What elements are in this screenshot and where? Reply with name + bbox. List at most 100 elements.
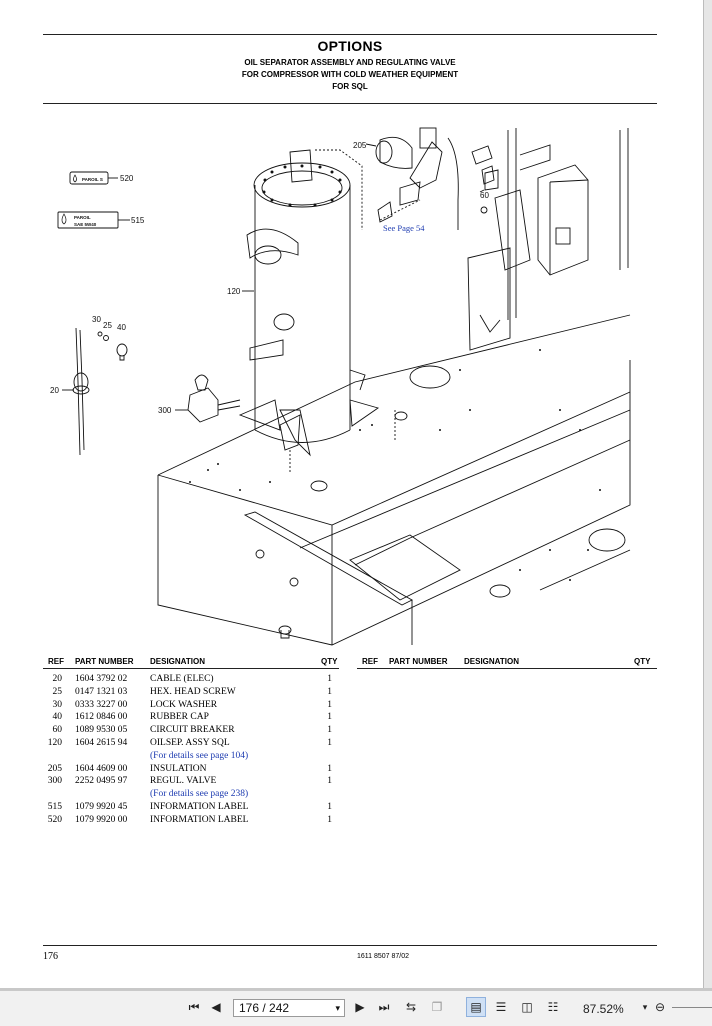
footer-rule — [43, 945, 657, 946]
cell-part-number: 1604 2615 94 — [75, 738, 128, 748]
header-bottom-rule — [43, 103, 657, 104]
document-code: 1611 8507 87/02 — [357, 953, 410, 960]
table-row: 205 1604 4609 00 INSULATION 1 — [40, 764, 350, 777]
table-row-note[interactable]: (For details see page 238) — [40, 789, 350, 802]
document-page: OPTIONS OIL SEPARATOR ASSEMBLY AND REGUL… — [0, 0, 703, 988]
cell-designation: REGUL. VALVE — [150, 776, 217, 787]
cell-part-number: 1089 9530 05 — [75, 725, 128, 736]
cell-designation: INFORMATION LABEL — [150, 802, 249, 812]
cell-qty: 1 — [327, 763, 332, 774]
col-header-designation-right: DESIGNATION — [464, 657, 519, 666]
header-top-rule — [43, 34, 657, 35]
callout-30: 30 — [92, 315, 101, 324]
cell-ref: 30 — [52, 699, 63, 710]
page-number: 176 — [43, 951, 58, 962]
cell-qty: 1 — [327, 776, 332, 787]
cell-part-number: 1604 3792 02 — [75, 674, 128, 684]
cell-designation: CIRCUIT BREAKER — [150, 725, 235, 736]
cell-part-number: 1612 0846 00 — [75, 712, 128, 723]
cell-designation[interactable]: (For details see page 238) — [150, 789, 249, 800]
table-header-rule-right — [357, 668, 657, 669]
callout-515: 515 — [131, 216, 145, 225]
cell-ref: 40 — [52, 712, 63, 723]
col-header-ref: REF — [48, 657, 64, 666]
table-row: 520 1079 9920 00 INFORMATION LABEL 1 — [40, 815, 350, 828]
cell-qty: 1 — [327, 738, 332, 748]
cell-designation: INFORMATION LABEL — [150, 814, 249, 825]
cell-qty: 1 — [327, 802, 332, 812]
callout-40: 40 — [117, 323, 126, 332]
cell-designation: INSULATION — [150, 763, 207, 774]
table-row-note[interactable]: (For details see page 104) — [40, 751, 350, 764]
single-page-icon[interactable]: ▤ — [466, 997, 486, 1017]
col-header-qty: QTY — [321, 657, 338, 666]
label-515-text-1: PAROIL — [74, 215, 91, 220]
cell-designation: CABLE (ELEC) — [150, 674, 214, 684]
cell-qty: 1 — [327, 814, 332, 825]
zoom-slider[interactable] — [672, 1007, 712, 1008]
zoom-dropdown-icon[interactable]: ▾ — [642, 1001, 648, 1012]
facing-icon[interactable]: ◫ — [521, 1000, 533, 1014]
page-subtitle-2: FOR COMPRESSOR WITH COLD WEATHER EQUIPME… — [241, 70, 459, 79]
cell-part-number: 0333 3227 00 — [75, 699, 128, 710]
cell-qty: 1 — [327, 674, 332, 684]
continuous-icon[interactable]: ☰ — [495, 1000, 507, 1014]
cell-part-number: 1079 9920 00 — [75, 814, 128, 825]
page-subtitle-1: OIL SEPARATOR ASSEMBLY AND REGULATING VA… — [244, 58, 456, 67]
facing-continuous-icon[interactable]: ☷ — [547, 1000, 559, 1014]
zoom-out-icon[interactable]: ⊖ — [654, 1000, 666, 1014]
sync-icon[interactable]: ⇆ — [405, 1000, 417, 1014]
first-page-icon[interactable]: ⏮ — [188, 999, 200, 1014]
table-row: 60 1089 9530 05 CIRCUIT BREAKER 1 — [40, 725, 350, 738]
callout-205: 205 — [353, 141, 367, 150]
table-row: 120 1604 2615 94 OILSEP. ASSY SQL 1 — [40, 738, 350, 751]
cell-designation: OILSEP. ASSY SQL — [150, 738, 230, 748]
oil-drop-icon — [73, 174, 77, 183]
cell-ref: 20 — [52, 674, 63, 684]
cell-part-number: 1079 9920 45 — [75, 802, 128, 812]
copy-icon[interactable]: ❐ — [431, 1000, 443, 1014]
label-515-text-2: SAE 5W40 — [74, 222, 97, 227]
cell-part-number: 2252 0495 97 — [75, 776, 128, 787]
table-row: 20 1604 3792 02 CABLE (ELEC) 1 — [40, 674, 350, 687]
last-page-icon[interactable]: ⏭ — [378, 999, 390, 1014]
col-header-qty-right: QTY — [634, 657, 651, 666]
page-subtitle-3: FOR SQL — [332, 82, 368, 91]
cell-qty: 1 — [327, 725, 332, 736]
callout-25: 25 — [103, 321, 112, 330]
see-page-link[interactable]: See Page 54 — [383, 223, 425, 233]
chevron-down-icon[interactable]: ▾ — [335, 1003, 340, 1013]
vertical-scrollbar[interactable] — [703, 0, 712, 988]
cell-part-number: 1604 4609 00 — [75, 763, 128, 774]
page-number-field[interactable]: 176 / 242 ▾ — [233, 999, 345, 1017]
cell-ref: 60 — [52, 725, 63, 736]
cell-qty: 1 — [327, 699, 332, 710]
cell-qty: 1 — [327, 712, 332, 723]
cell-designation[interactable]: (For details see page 104) — [150, 750, 249, 761]
col-header-ref-right: REF — [362, 657, 378, 666]
callout-60: 60 — [480, 191, 489, 200]
cell-ref: 520 — [47, 814, 62, 825]
col-header-part-number-right: PART NUMBER — [389, 657, 448, 666]
viewer-toolbar: ⏮ ◀ 176 / 242 ▾ ▶ ⏭ ⇆ ❐ ▤ ☰ ◫ ☷ 87.52% ▾… — [0, 990, 712, 1026]
prev-page-icon[interactable]: ◀ — [211, 1000, 221, 1014]
cell-ref: 25 — [52, 686, 63, 697]
zoom-level[interactable]: 87.52% — [583, 1002, 624, 1016]
col-header-designation: DESIGNATION — [150, 657, 205, 666]
cell-designation: HEX. HEAD SCREW — [150, 686, 236, 697]
table-header-rule-left — [43, 668, 339, 669]
cell-part-number: 0147 1321 03 — [75, 686, 128, 697]
col-header-part-number: PART NUMBER — [75, 657, 134, 666]
page-title: OPTIONS — [317, 38, 383, 54]
callout-520: 520 — [120, 174, 134, 183]
oil-drop-icon — [61, 213, 67, 225]
next-page-icon[interactable]: ▶ — [355, 1000, 365, 1014]
cell-ref: 120 — [47, 738, 62, 748]
cell-ref: 205 — [47, 763, 62, 774]
cell-qty: 1 — [327, 686, 332, 697]
table-row: 25 0147 1321 03 HEX. HEAD SCREW 1 — [40, 687, 350, 700]
